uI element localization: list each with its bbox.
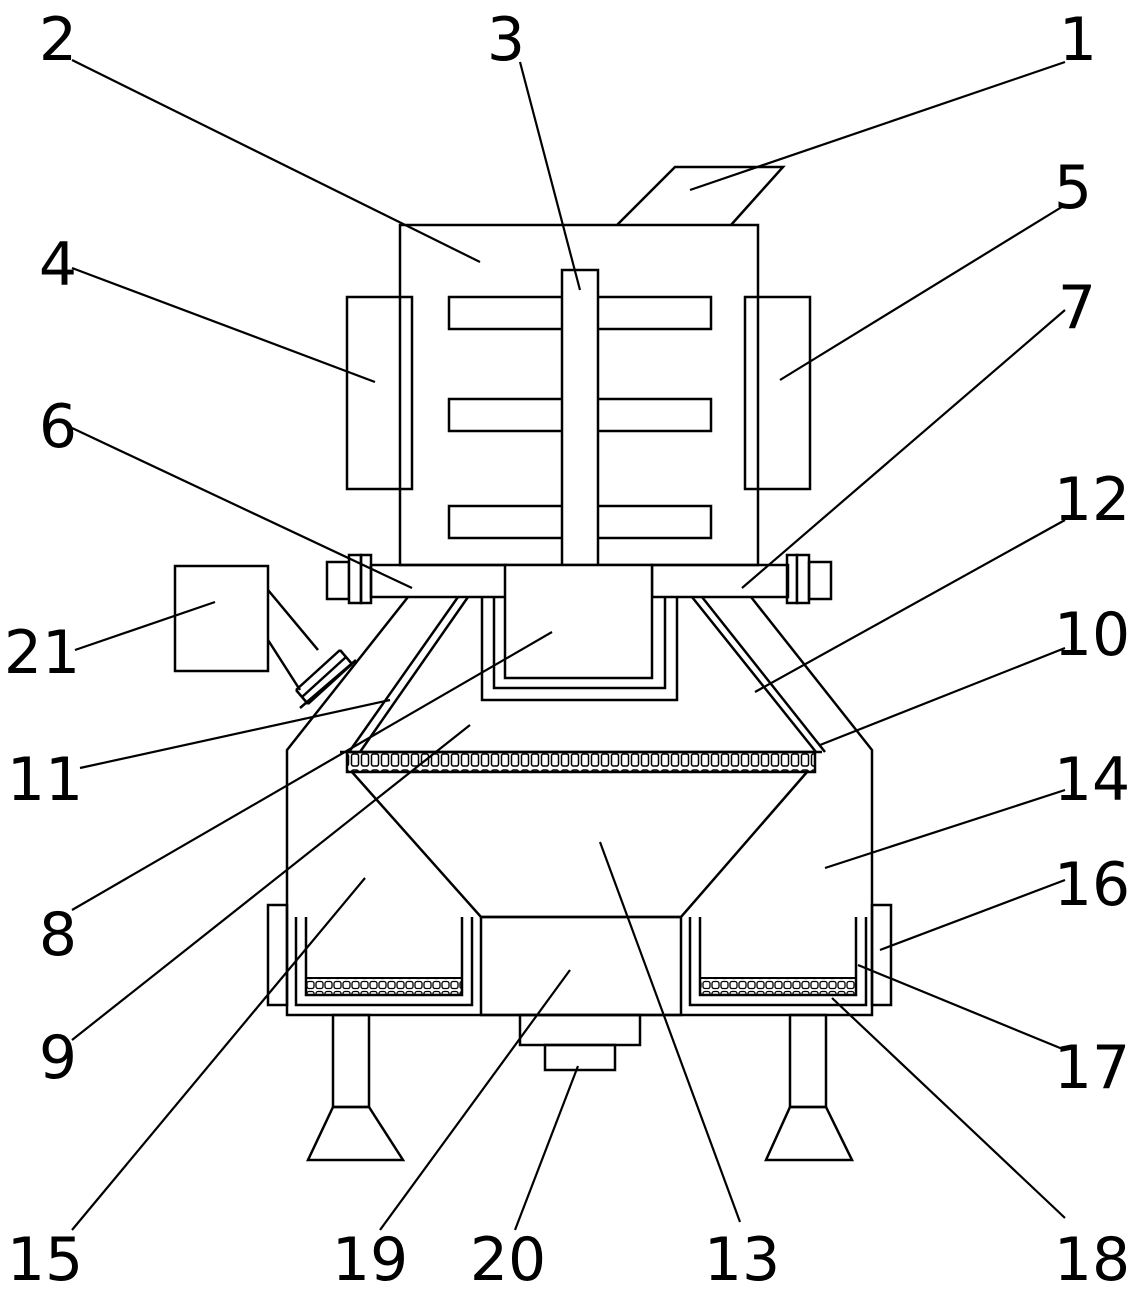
guide-plates — [347, 596, 826, 753]
label-10: 10 — [1054, 600, 1130, 670]
label-4: 4 — [39, 230, 77, 300]
central-motor — [503, 563, 654, 680]
valve-block — [518, 1013, 642, 1047]
label-15: 15 — [7, 1225, 83, 1288]
label-13: 13 — [704, 1225, 780, 1288]
right-collection-tray — [688, 917, 868, 1007]
leader-lines — [71, 59, 1066, 1231]
left-bolt — [325, 553, 373, 605]
left-leg — [306, 1013, 406, 1162]
motor-housing-frame — [480, 597, 679, 702]
label-5: 5 — [1054, 153, 1092, 223]
label-9: 9 — [39, 1023, 77, 1093]
label-21: 21 — [4, 618, 80, 688]
label-14: 14 — [1054, 745, 1130, 815]
vibration-motor — [173, 564, 270, 673]
label-6: 6 — [39, 392, 77, 462]
label-7: 7 — [1058, 273, 1096, 343]
left-handle — [266, 903, 289, 1007]
feed-hopper — [616, 165, 786, 226]
label-17: 17 — [1054, 1033, 1130, 1103]
filter-screen-chain — [345, 750, 817, 774]
rotating-shaft — [560, 268, 600, 567]
left-motor — [345, 295, 414, 491]
label-19: 19 — [332, 1225, 408, 1288]
label-18: 18 — [1054, 1225, 1130, 1288]
valve-outlet — [543, 1043, 617, 1072]
label-16: 16 — [1054, 850, 1130, 920]
spring-icon — [295, 649, 357, 709]
label-20: 20 — [470, 1225, 546, 1288]
label-11: 11 — [7, 745, 83, 815]
right-motor — [743, 295, 812, 491]
reference-numerals: 1 2 3 4 5 6 7 8 9 10 11 12 13 14 15 16 1… — [4, 5, 1130, 1293]
right-support-bar — [650, 563, 790, 599]
left-support-bar — [369, 563, 508, 599]
label-2: 2 — [39, 5, 77, 75]
label-12: 12 — [1054, 465, 1130, 535]
label-3: 3 — [487, 5, 525, 75]
discharge-box — [479, 915, 683, 1017]
collection-funnel — [351, 771, 808, 919]
label-8: 8 — [39, 900, 77, 970]
right-leg — [764, 1013, 855, 1162]
right-handle — [870, 903, 893, 1007]
label-1: 1 — [1059, 5, 1097, 75]
right-bolt — [785, 553, 833, 605]
